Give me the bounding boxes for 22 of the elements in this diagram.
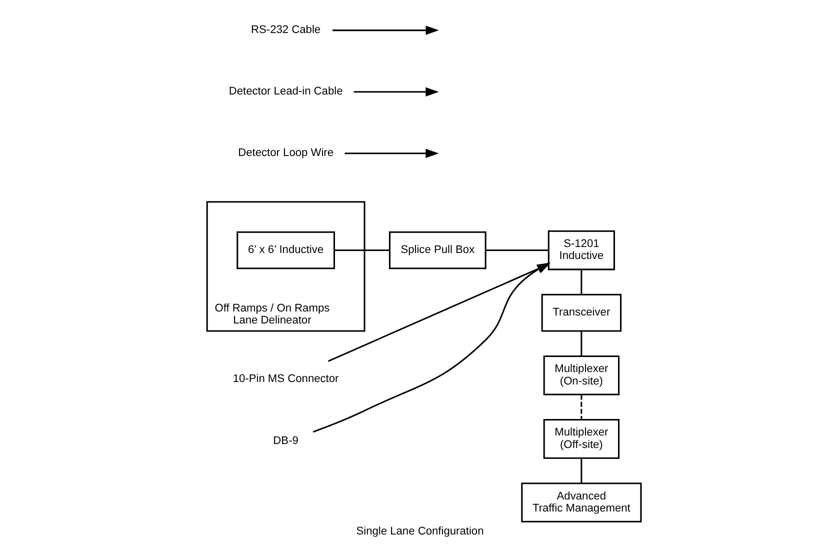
connector [580,331,582,356]
connector [580,270,582,294]
connector [486,250,549,252]
node-box: Splice Pull Box [388,231,486,270]
node-text: Detector Lead-in Cable [228,86,343,98]
node-box: Multiplexer (On-site) [543,355,620,396]
connector [580,394,582,420]
connector [580,458,582,484]
node-box: Advanced Traffic Management [521,482,642,522]
node-text: DB-9 [273,434,298,447]
arrow [344,148,439,158]
arrow [332,26,439,35]
caption: Single Lane Configuration [356,526,484,538]
arrow [354,87,439,96]
connector [334,250,390,252]
node-box: Multiplexer (Off-site) [543,419,620,459]
node-text: 10-Pin MS Connector [232,373,339,386]
node-text: Detector Loop Wire [238,147,334,160]
node-box: S-1201 Inductive [548,230,615,270]
node-text: RS-232 Cable [251,24,321,36]
node-box: Transceiver [541,294,622,332]
node-box: 6’ x 6’ Inductive [236,231,335,270]
